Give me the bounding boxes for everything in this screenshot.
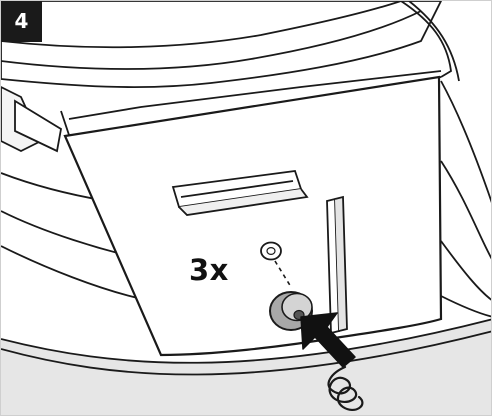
upper-housing: [1, 1, 460, 153]
rotation-coil-icon: [327, 365, 364, 412]
alignment-line: [274, 260, 292, 288]
housing-rings: [1, 80, 491, 376]
step-number-badge: 4: [1, 1, 42, 42]
washer-icon: [260, 241, 282, 261]
mounting-plate: [63, 75, 443, 357]
vertical-slot: [326, 195, 348, 335]
handle-slot: [171, 170, 309, 216]
insert-arrow-icon: [300, 312, 356, 368]
quantity-label: 3x: [189, 253, 229, 287]
floor-area: [1, 319, 491, 415]
